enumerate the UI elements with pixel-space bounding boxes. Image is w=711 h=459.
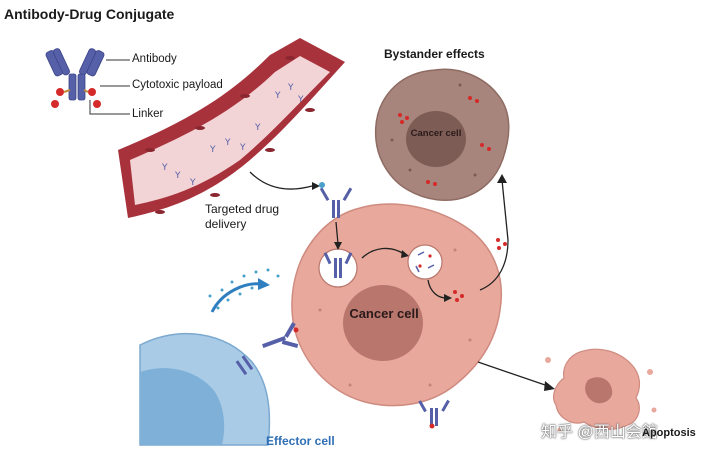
effector-receptor [235,355,254,376]
released-payload [496,238,507,250]
arrowhead-5 [497,174,507,183]
arrowhead-4 [444,294,452,302]
arrow-vessel-to-cell [249,171,313,190]
svg-text:Y: Y [254,123,261,133]
arrow-to-apoptosis [477,361,549,387]
arrowhead-3 [401,250,409,258]
svg-text:Y: Y [174,171,181,181]
watermark: 知乎 @西山会館 [541,424,658,441]
lysosome-fragments [415,251,435,273]
svg-text:Y: Y [161,163,168,173]
arrow-payload-release [427,279,447,299]
legend-payload-icon [51,88,101,108]
apoptosis-label: Apoptosis [642,427,696,439]
legend-leader-lines [89,59,130,115]
bystander-cell-label: Cancer cell [410,128,462,139]
svg-text:Y: Y [239,143,246,153]
bystander-effects-label: Bystander effects [384,47,485,61]
svg-text:Y: Y [209,145,216,155]
diagram-title: Antibody-Drug Conjugate [4,6,175,22]
svg-text:Y: Y [224,138,231,148]
arrow-to-lysosome [361,247,405,259]
legend-antibody-icon [45,48,105,101]
svg-text:Y: Y [297,95,304,105]
main-cell-label: Cancer cell [349,306,419,321]
svg-text:Y: Y [189,178,196,188]
legend-label-payload: Cytotoxic payload [132,79,223,91]
effector-cell-label: Effector cell [266,434,335,448]
arrowhead-6 [258,278,270,290]
arrowhead-2 [334,242,342,250]
arrow-internalization [335,221,339,245]
bound-antibody [262,322,299,349]
legend-label-antibody: Antibody [132,53,177,65]
effector-cell [139,333,271,446]
legend-label-linker: Linker [132,108,164,120]
free-antibody-bottom [418,399,450,429]
targeted-delivery-label: Targeted drug delivery [205,202,280,231]
internalized-antibody [323,252,353,278]
effector-arrow [210,282,263,313]
arrowhead-1 [312,182,320,190]
surface-antibody [319,182,353,218]
legend-linker-icon [63,89,89,93]
svg-text:Y: Y [274,91,281,101]
bystander-cancer-cell [374,68,510,201]
apoptotic-cell [545,348,657,433]
svg-text:Y: Y [287,83,294,93]
arrow-to-bystander [479,179,509,291]
arrowhead-7 [544,381,555,391]
